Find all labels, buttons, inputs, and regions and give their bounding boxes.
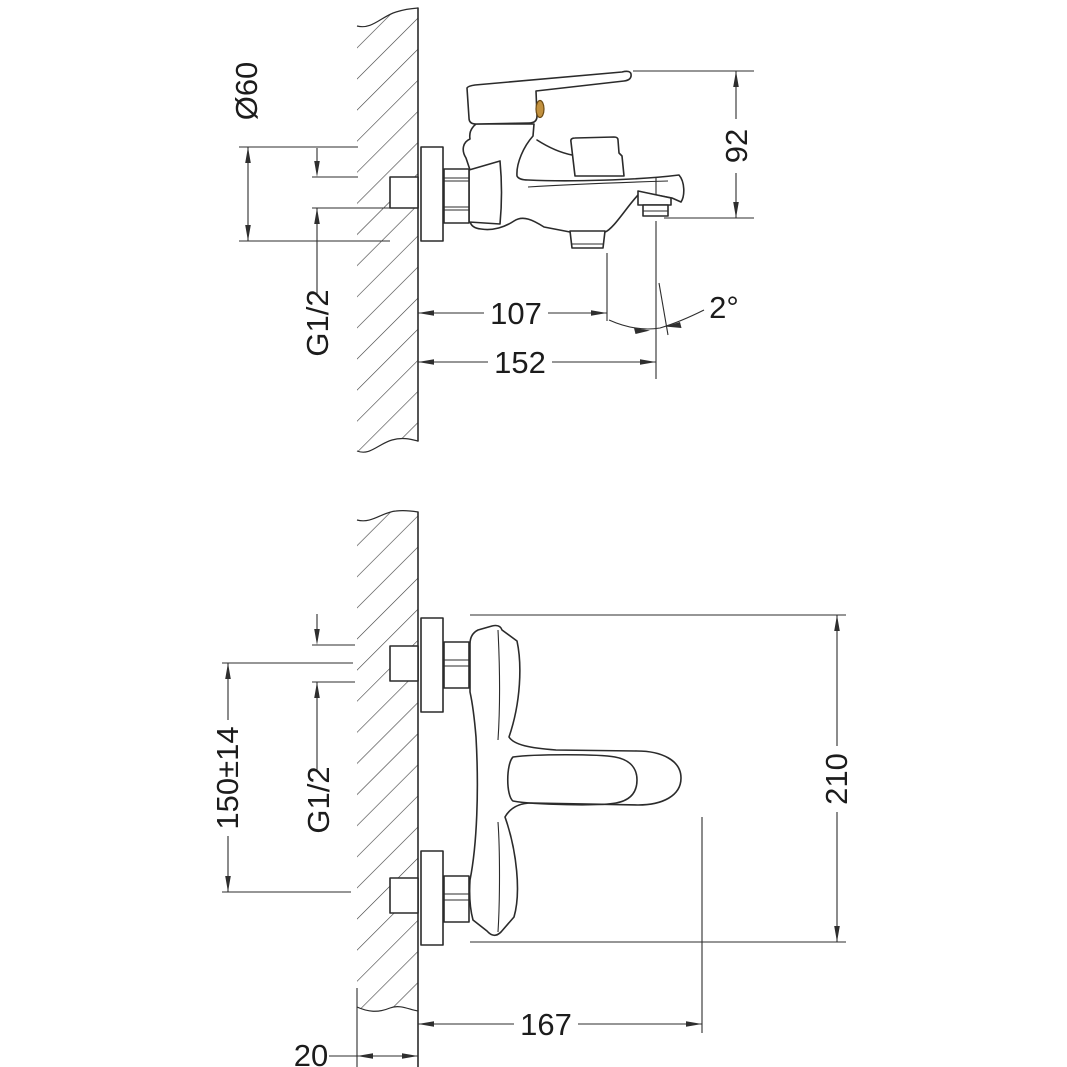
wall-hatch-upper [357,8,418,453]
dimension-wall-thickness: 20 [294,988,418,1067]
faucet-side-view [389,70,685,249]
wall-hatch-lower [357,510,418,1012]
dimension-thread-side: G1/2 [300,148,390,357]
wall-section-upper [356,7,419,453]
dim-label-handle-reach: 167 [520,1007,572,1042]
dim-label-thread-plan: G1/2 [301,766,336,833]
faucet-plan-view [389,617,682,946]
dim-label-outlet-reach: 152 [494,345,546,380]
body-cone [468,160,503,225]
temperature-indicator-dot [535,99,545,119]
arm-bevel-bottom [497,821,501,933]
dimension-outlet-height: 92 [633,70,754,219]
wall-break-line [356,509,419,522]
diverter-knob [570,136,625,177]
dimension-spout-angle: 2° [608,282,739,336]
dimension-flange-diameter: Ø60 [229,62,390,242]
dimension-spout-reach: 107 [418,253,608,331]
wall-flange [420,146,444,242]
dim-label-spout-angle: 2° [709,290,739,325]
wall-break-line [356,1006,419,1012]
dim-label-connection-centers: 150±14 [210,726,245,829]
hex-nut [443,168,470,224]
dim-label-spout-reach: 107 [490,296,542,331]
wall-section-lower [356,509,419,1067]
dim-label-flange-diameter: Ø60 [229,62,264,121]
wall-nipple [389,176,419,209]
handle-blade-outline [506,753,638,806]
spout-outlet-nozzle [637,190,672,217]
wall-break-line [356,437,419,453]
wall-nipple-bottom [389,877,419,914]
hex-nut-top [443,641,470,689]
shower-outlet [569,230,606,249]
dimension-handle-reach: 167 [418,817,703,1042]
dimension-thread-plan: G1/2 [301,614,355,834]
hex-nut-bottom [443,875,470,923]
wall-break-line [356,7,419,28]
dimension-overall-width: 210 [470,614,854,943]
wall-flange-top [420,617,444,713]
wall-nipple-top [389,645,419,682]
dim-label-overall-width: 210 [819,753,854,805]
dim-label-outlet-height: 92 [719,129,754,163]
faucet-body-spout [462,123,685,233]
arm-bevel-top [497,629,501,741]
dimension-connection-centers: 150±14 [210,662,353,893]
faucet-body-plan [468,624,682,937]
wall-flange-bottom [420,850,444,946]
handle-lever [466,70,632,125]
dim-label-wall-thickness: 20 [294,1038,328,1067]
body-shoulder-line [536,139,573,156]
dimension-outlet-reach: 152 [418,221,657,380]
dim-label-thread-side: G1/2 [300,289,335,356]
